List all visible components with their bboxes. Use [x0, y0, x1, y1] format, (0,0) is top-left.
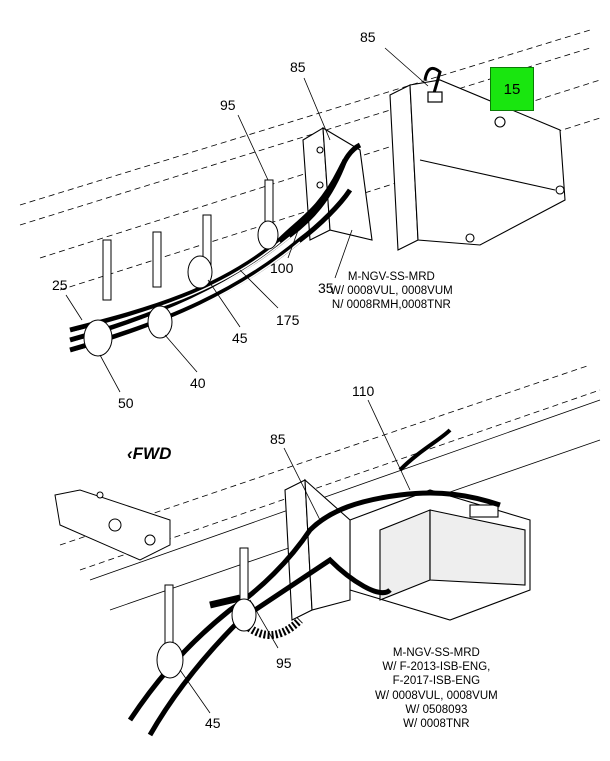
callout-35: 35: [318, 280, 334, 296]
callout-95b: 95: [276, 655, 292, 671]
harness-clips-top: [83, 179, 279, 357]
callout-85c: 85: [270, 431, 286, 447]
top-assembly-note: M-NGV-SS-MRD W/ 0008VUL, 0008VUM N/ 0008…: [330, 270, 453, 313]
callout-110: 110: [352, 383, 375, 399]
battery-box: [349, 489, 531, 621]
callout-50: 50: [118, 395, 134, 411]
note-top-line-2: W/ 0008VUL, 0008VUM: [330, 285, 453, 298]
callout-85a: 85: [360, 29, 376, 45]
bottom-assembly-note: M-NGV-SS-MRD W/ F-2013-ISB-ENG, F-2017-I…: [375, 646, 498, 731]
mounting-bracket-plate: [389, 79, 566, 251]
clip-part-15: [423, 66, 443, 103]
note-bottom-line-1: M-NGV-SS-MRD: [392, 647, 480, 659]
leader-lines-bottom: [179, 399, 411, 714]
callout-40: 40: [190, 375, 206, 391]
note-top-line-1: M-NGV-SS-MRD: [347, 271, 435, 283]
forward-label: FWD: [132, 444, 172, 463]
vertical-bracket: [302, 126, 373, 241]
note-bottom-line-3: F-2017-ISB-ENG: [392, 675, 481, 688]
callout-175: 175: [276, 312, 300, 328]
note-top-line-3: N/ 0008RMH,0008TNR: [331, 299, 451, 312]
callout-85b: 85: [290, 59, 306, 75]
forward-direction-indicator: ‹FWD: [127, 444, 171, 464]
harness-clips-bottom: [156, 547, 257, 679]
note-bottom-line-6: W/ 0008TNR: [403, 718, 470, 731]
forward-arrow-icon: ‹: [127, 444, 133, 463]
note-bottom-line-2: W/ F-2013-ISB-ENG,: [382, 661, 491, 674]
callout-numbers-bottom: 110 85 95 45: [205, 383, 375, 731]
top-harness: [69, 142, 362, 354]
callout-numbers-top: 85 85 95 100 25 35 175 45 40 50: [52, 29, 376, 411]
leader-lines-top: [65, 47, 429, 393]
highlighted-part-15[interactable]: 15: [490, 67, 534, 111]
callout-95: 95: [220, 97, 236, 113]
callout-45b: 45: [205, 715, 221, 731]
note-bottom-line-5: W/ 0508093: [405, 703, 468, 716]
callout-45: 45: [232, 330, 248, 346]
crossmember: [54, 489, 171, 561]
callout-25: 25: [52, 277, 68, 293]
callout-100: 100: [270, 260, 294, 276]
note-bottom-line-4: W/ 0008VUL, 0008VUM: [375, 689, 498, 702]
